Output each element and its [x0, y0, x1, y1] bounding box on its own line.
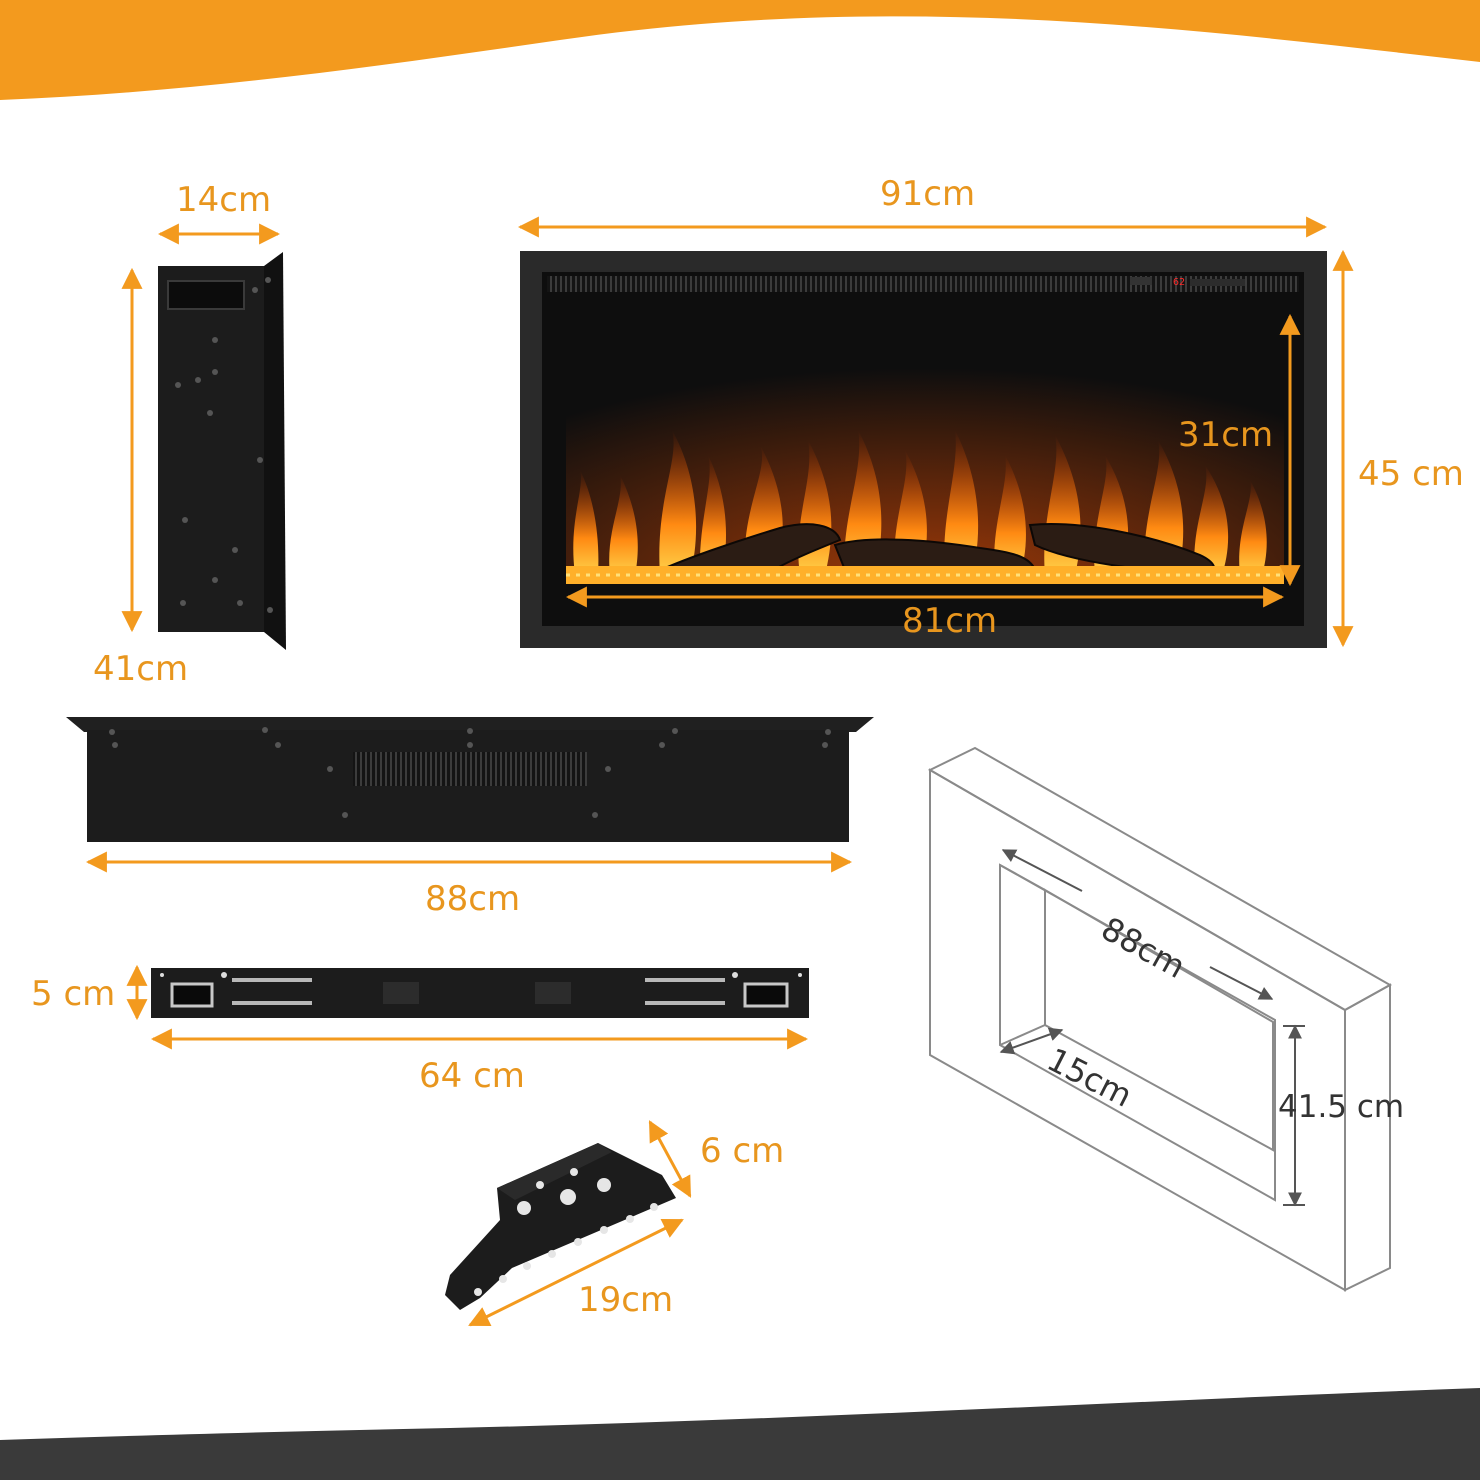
logs — [649, 523, 1216, 577]
recess-dimension-lines — [999, 849, 1305, 1207]
bracket-width-label: 64 cm — [419, 1056, 525, 1096]
top-width-label: 88cm — [425, 879, 521, 919]
side-depth-label: 14cm — [176, 180, 272, 220]
foot-depth-label: 6 cm — [700, 1131, 785, 1171]
top-orange-banner — [0, 0, 1480, 100]
recess-sketch — [927, 746, 1393, 1292]
screen-height-label: 31cm — [1178, 415, 1274, 455]
bottom-dark-banner — [0, 1388, 1480, 1480]
ember-bed — [566, 566, 1284, 584]
front-width-label: 91cm — [880, 174, 976, 214]
front-view-fireplace: 62 — [520, 251, 1327, 648]
side-height-label: 41cm — [93, 649, 189, 689]
wall-bracket — [151, 968, 809, 1018]
temperature-display: 62 — [1173, 277, 1185, 288]
foot-length-label: 19cm — [578, 1280, 674, 1320]
screen-width-label: 81cm — [902, 601, 998, 641]
bracket-height-label: 5 cm — [31, 974, 116, 1014]
recess-height-label: 41.5 cm — [1278, 1089, 1405, 1125]
front-height-label: 45 cm — [1358, 454, 1464, 494]
side-view-unit — [158, 252, 286, 650]
top-view-unit — [66, 717, 874, 842]
